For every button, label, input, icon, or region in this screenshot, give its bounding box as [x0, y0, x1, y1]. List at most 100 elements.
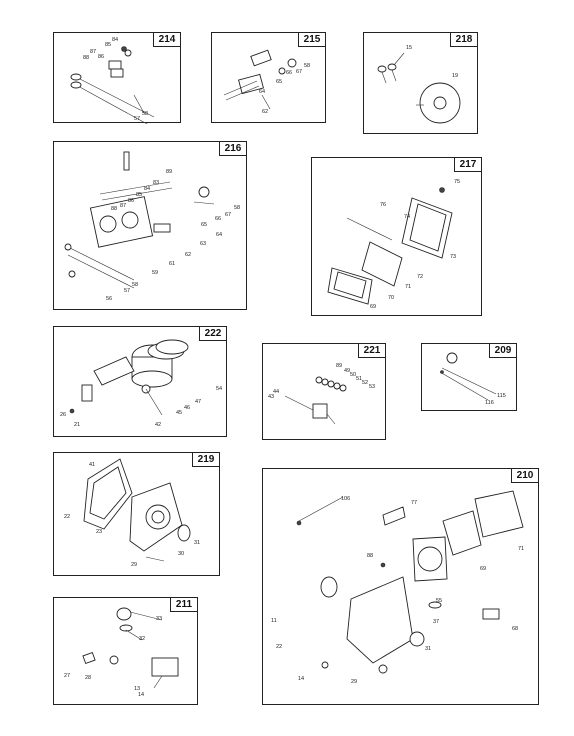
part-label-77: 77	[411, 500, 418, 506]
crankcase-cover-drawing	[83, 458, 191, 562]
part-label-46: 46	[184, 405, 191, 411]
part-label-53: 53	[369, 384, 376, 390]
part-label-86: 86	[128, 198, 135, 204]
part-label-31: 31	[194, 540, 201, 546]
part-label-65: 65	[276, 79, 283, 85]
part-label-26: 26	[60, 412, 67, 418]
part-label-63: 63	[200, 241, 207, 247]
piston-drawing	[69, 339, 189, 416]
diagram-panel-219: 219 41 22 23 31 30 29	[53, 452, 220, 576]
oil-sensor-drawing	[439, 352, 497, 401]
part-label-19: 19	[452, 73, 459, 79]
part-label-72: 72	[417, 274, 424, 280]
part-label-88: 88	[111, 206, 118, 212]
part-label-58: 58	[304, 63, 311, 69]
part-label-52: 52	[362, 380, 369, 386]
part-label-62: 62	[262, 109, 269, 115]
part-label-58: 58	[132, 282, 139, 288]
part-label-83: 83	[153, 180, 160, 186]
diagram-panel-211: 211 33 32 27 28 13 14	[53, 597, 198, 705]
panel-number-tag: 222	[199, 326, 227, 341]
panel-number-tag: 209	[489, 343, 517, 358]
part-label-106: 106	[341, 496, 351, 502]
part-label-89: 89	[166, 169, 173, 175]
part-label-67: 67	[296, 69, 303, 75]
governor-drawing	[284, 376, 347, 425]
panel-number-tag: 217	[454, 157, 482, 172]
part-label-27: 27	[64, 673, 71, 679]
part-label-56: 56	[106, 296, 113, 302]
part-label-22: 22	[276, 644, 283, 650]
part-label-84: 84	[112, 37, 119, 43]
diagram-panel-218: 218 15 19	[363, 32, 478, 134]
cylinder-head-drawing	[64, 151, 215, 289]
part-label-47: 47	[195, 399, 202, 405]
diagram-panel-215: 215 58 66 67 65 64 62	[211, 32, 326, 123]
part-label-33: 33	[156, 616, 163, 622]
part-label-55: 55	[436, 598, 443, 604]
part-label-21: 21	[74, 422, 81, 428]
part-label-44: 44	[273, 389, 280, 395]
part-label-64: 64	[216, 232, 223, 238]
diagram-panel-210: 210 106 77 71 88 69 55 11 37 68 22 31 14…	[262, 468, 539, 705]
part-label-67: 67	[225, 212, 232, 218]
panel-number-tag: 215	[298, 32, 326, 47]
part-label-66: 66	[215, 216, 222, 222]
panel-number-tag: 211	[170, 597, 198, 612]
rocker-arm-drawing	[223, 49, 297, 110]
part-label-69: 69	[480, 566, 487, 572]
part-label-59: 59	[152, 270, 159, 276]
part-label-71: 71	[405, 284, 412, 290]
part-label-42: 42	[155, 422, 162, 428]
diagram-panel-214: 214 84 85 87 86 88 58 57	[53, 32, 181, 124]
panel-number-tag: 214	[153, 32, 181, 47]
gasket-set-drawing	[296, 490, 524, 674]
part-label-22: 22	[64, 514, 71, 520]
part-label-58b: 58	[234, 205, 241, 211]
part-label-68: 68	[512, 626, 519, 632]
valve-cover-drawing	[327, 187, 453, 305]
part-label-73: 73	[450, 254, 457, 260]
part-label-14: 14	[298, 676, 305, 682]
diagram-panel-217: 217 75 76 74 72 73 71 70 69	[311, 157, 482, 316]
part-label-57: 57	[134, 116, 141, 122]
part-label-74: 74	[404, 214, 411, 220]
panel-number-tag: 216	[219, 141, 247, 156]
part-label-14: 14	[138, 692, 145, 698]
fuel-tap-drawing	[82, 607, 179, 689]
part-label-85: 85	[105, 42, 112, 48]
part-label-49: 49	[344, 368, 351, 374]
part-label-89: 89	[336, 363, 343, 369]
part-label-13: 13	[134, 686, 141, 692]
part-label-37: 37	[433, 619, 440, 625]
part-label-32: 32	[139, 636, 146, 642]
part-label-51: 51	[356, 376, 363, 382]
part-label-64: 64	[259, 89, 266, 95]
panel-number-tag: 218	[450, 32, 478, 47]
part-label-23: 23	[96, 529, 103, 535]
part-label-45: 45	[176, 410, 183, 416]
part-label-15: 15	[406, 45, 413, 51]
part-label-116: 116	[485, 400, 494, 406]
part-label-54: 54	[216, 386, 223, 392]
part-label-11: 11	[271, 618, 277, 624]
part-label-29: 29	[131, 562, 138, 568]
part-label-86: 86	[98, 54, 105, 60]
part-label-115: 115	[497, 393, 506, 399]
panel-number-tag: 210	[511, 468, 539, 483]
part-label-87: 87	[120, 203, 127, 209]
part-label-30: 30	[178, 551, 185, 557]
panel-number-tag: 221	[358, 343, 386, 358]
part-label-41: 41	[89, 462, 96, 468]
part-label-58: 58	[142, 111, 149, 117]
panel-number-tag: 219	[192, 452, 220, 467]
part-label-76: 76	[380, 202, 387, 208]
part-label-43: 43	[268, 394, 275, 400]
part-label-61: 61	[169, 261, 176, 267]
part-label-88: 88	[367, 553, 374, 559]
diagram-panel-221: 221 89 49 50 51 52 53 44 43	[262, 343, 386, 440]
part-label-28: 28	[85, 675, 92, 681]
part-label-50: 50	[350, 372, 357, 378]
part-label-75: 75	[454, 179, 461, 185]
part-label-88: 88	[83, 55, 90, 61]
